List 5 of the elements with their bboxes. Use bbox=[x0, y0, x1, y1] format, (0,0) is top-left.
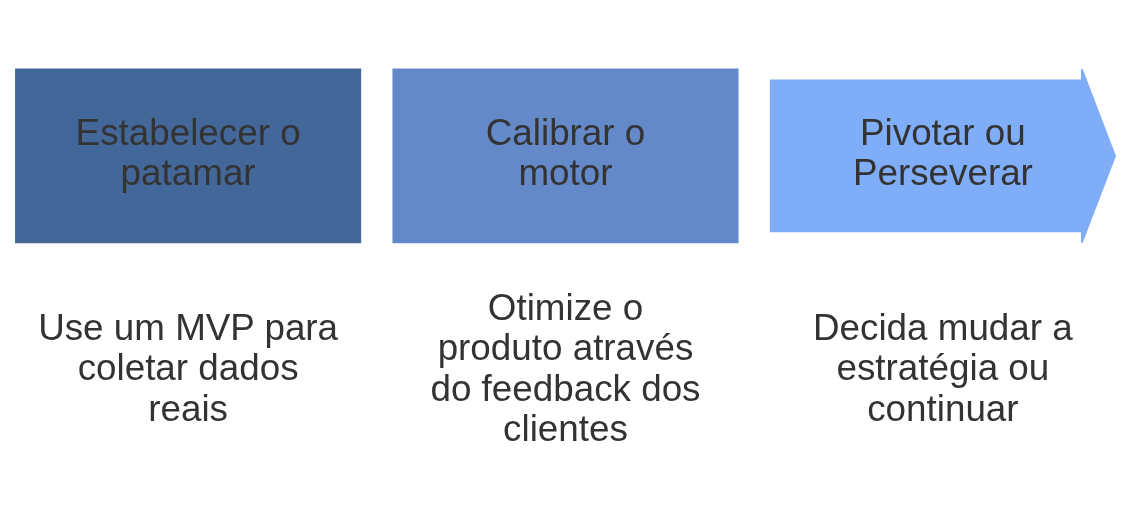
node-label: Otimize o produto através do feedback dos clientes bbox=[430, 286, 701, 450]
node-box: Estabelecer o patamar bbox=[15, 68, 362, 244]
node-label: Use um MVP para coletar dados reais bbox=[38, 306, 339, 429]
node-box: Calibrar o motor bbox=[392, 68, 739, 244]
node-label: Decida mudar a estratégia ou continuar bbox=[813, 306, 1073, 429]
